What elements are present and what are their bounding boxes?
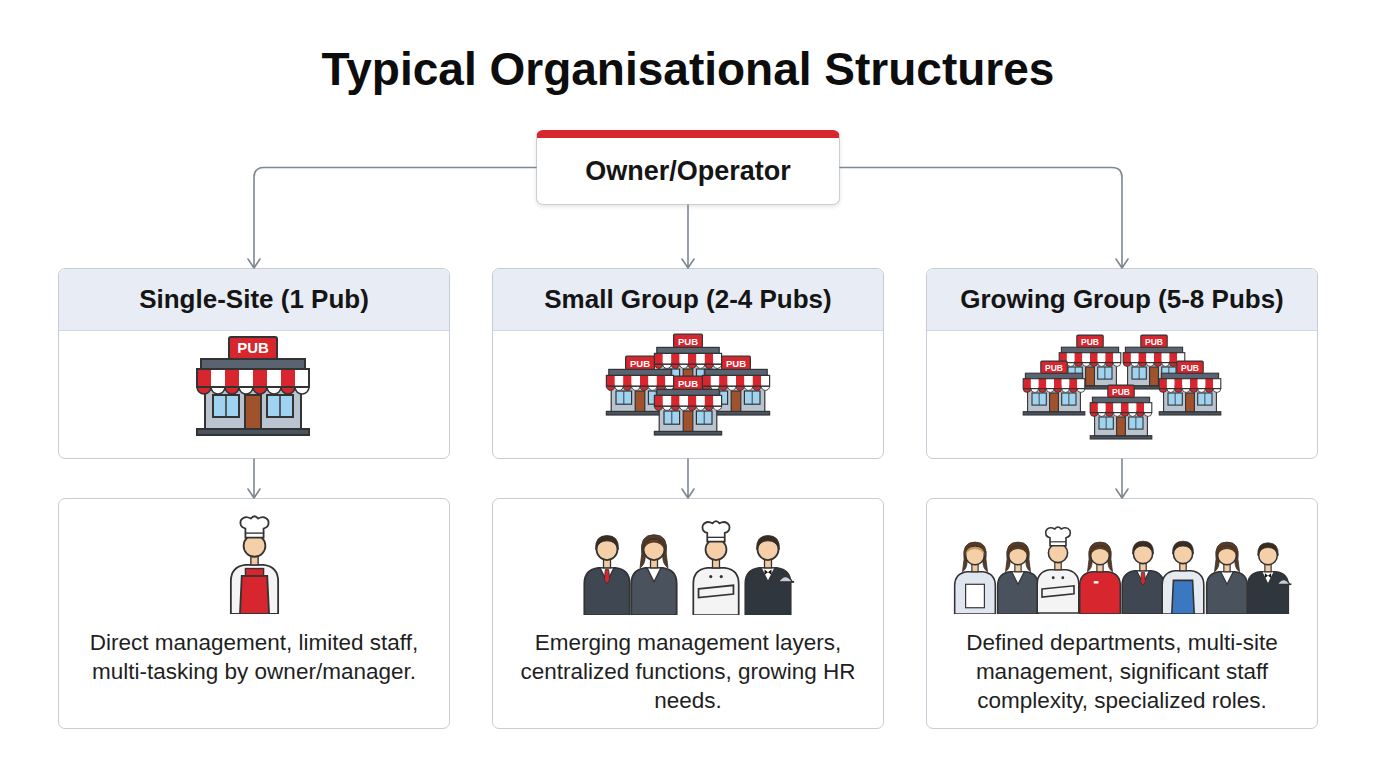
waiter-figure: [1248, 543, 1292, 614]
owner-label: Owner/Operator: [575, 156, 801, 187]
manager-figure: [584, 536, 629, 615]
owner-box: Owner/Operator: [536, 130, 840, 205]
chef-figure: [231, 516, 278, 614]
pub-icon: [1159, 361, 1221, 415]
panel-heading: Growing Group (5-8 Pubs): [927, 269, 1317, 331]
pub-icon: [1090, 385, 1152, 439]
chef-figure: [693, 521, 738, 615]
description-box: Defined departments, multi-site manageme…: [926, 498, 1318, 729]
waiter-figure: [745, 536, 794, 615]
panel-heading: Single-Site (1 Pub): [59, 269, 449, 331]
connector-arrow: [840, 168, 1128, 269]
manager-figure: [1122, 541, 1164, 614]
group-panel: Single-Site (1 Pub): [58, 268, 450, 459]
description-text: Direct management, limited staff, multi-…: [73, 628, 435, 686]
connector-arrow: [248, 168, 536, 269]
pub-icon: [702, 356, 769, 415]
group-panel: Small Group (2-4 Pubs): [492, 268, 884, 459]
pub-sign: PUB: [630, 358, 650, 369]
pub-sign: PUB: [1112, 387, 1130, 397]
pub-icon: [1059, 335, 1121, 389]
staff-figure: [1080, 542, 1121, 614]
pub-icon: [1023, 361, 1085, 415]
group-panel: Growing Group (5-8 Pubs): [926, 268, 1318, 459]
connector-arrow: [1116, 459, 1128, 498]
pub-sign: PUB: [1145, 337, 1163, 347]
description-box: Emerging management layers, centralized …: [492, 498, 884, 729]
pub-sign: PUB: [726, 358, 746, 369]
manager-figure: [998, 542, 1039, 614]
staff-figure: [955, 542, 996, 614]
connector-arrow: [682, 205, 694, 268]
description-text: Emerging management layers, centralized …: [507, 628, 869, 715]
pub-sign: PUB: [678, 336, 698, 347]
description-box: Direct management, limited staff, multi-…: [58, 498, 450, 729]
pub-icon: [606, 356, 673, 415]
pub-icon: [1123, 335, 1185, 389]
manager-figure: [631, 535, 676, 615]
diagram-title: Typical Organisational Structures: [0, 38, 1376, 100]
pub-sign: PUB: [1081, 337, 1099, 347]
panel-heading: Small Group (2-4 Pubs): [493, 269, 883, 331]
chef-figure: [1037, 527, 1079, 613]
pub-icon: [654, 376, 721, 435]
pub-sign: PUB: [237, 339, 269, 356]
pub-icon: [654, 334, 721, 393]
bartender-figure: [1162, 541, 1204, 614]
connector-arrow: [248, 459, 260, 498]
pub-sign: PUB: [1181, 363, 1199, 373]
manager-figure: [1207, 542, 1248, 614]
pub-sign: PUB: [678, 378, 698, 389]
pub-icon: [197, 337, 309, 435]
pub-sign: PUB: [1045, 363, 1063, 373]
connector-arrow: [682, 459, 694, 498]
description-text: Defined departments, multi-site manageme…: [941, 628, 1303, 715]
